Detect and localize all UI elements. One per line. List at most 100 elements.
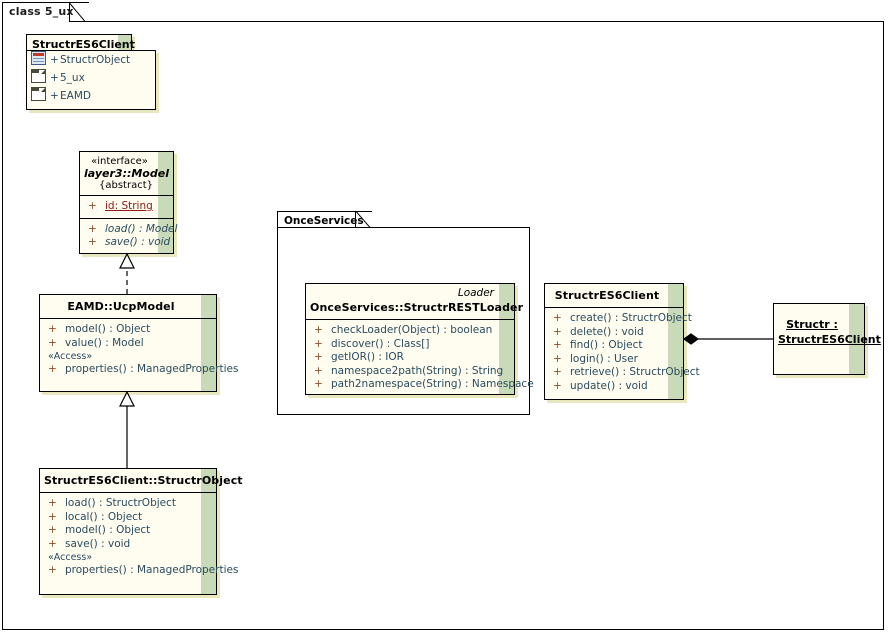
operations-compartment: + model() : Object + value() : Model «Acce… <box>40 319 238 381</box>
class-stereotype: Loader <box>457 287 494 299</box>
package-item[interactable]: +StructrObject <box>27 51 155 69</box>
operation-label: value() : Model <box>65 336 144 349</box>
operation-row: + properties() : ManagedProperties <box>42 363 238 377</box>
package-name: StructrES6Client <box>32 38 135 51</box>
interface-layer3-model[interactable]: «interface» layer3::Model {abstract} + id… <box>79 151 177 254</box>
visibility-marker: + <box>50 72 59 84</box>
class-structres6client-structrobject[interactable]: StructrES6Client::StructrObject +load() … <box>39 468 243 595</box>
operation-label: properties() : ManagedProperties <box>65 363 239 375</box>
access-stereotype: «Access» <box>48 552 93 563</box>
package-icon <box>31 69 46 83</box>
divider <box>80 217 173 219</box>
class-icon <box>31 51 46 65</box>
visibility-marker: + <box>553 379 562 392</box>
operation-label: load() : StructrObject <box>65 497 177 509</box>
package-accent-bar <box>118 35 131 50</box>
visibility-marker: + <box>48 497 57 509</box>
interface-abstract-tag: {abstract} <box>99 180 153 191</box>
visibility-marker: + <box>48 323 57 335</box>
divider <box>40 492 216 493</box>
operation-label: local() : Object <box>65 510 143 523</box>
visibility-marker: + <box>88 200 97 212</box>
operation-label: path2namespace(String) : Namespace <box>331 378 534 390</box>
visibility-marker: + <box>553 366 562 378</box>
package-icon <box>31 87 46 101</box>
object-name-line1: Structr : <box>786 318 838 331</box>
interface-stereotype: «interface» <box>91 156 148 167</box>
operation-label: checkLoader(Object) : boolean <box>331 324 493 336</box>
operations-compartment: + create() : StructrObject + delete() : vo… <box>545 308 700 397</box>
operation-label: namespace2path(String) : String <box>331 364 504 377</box>
visibility-marker: + <box>553 352 562 365</box>
operation-row: + value() : Model <box>42 337 214 351</box>
package-header: StructrES6Client <box>26 34 135 51</box>
operation-label: properties() : ManagedProperties <box>65 564 239 576</box>
operations-compartment: + load() : StructrObject + local() : Objec… <box>40 493 238 582</box>
package-structres6client[interactable]: StructrES6Client +StructrObject +5_ux +E… <box>26 34 159 116</box>
visibility-marker: + <box>48 510 57 523</box>
divider <box>80 195 173 196</box>
operation-label: save() : void <box>65 537 131 550</box>
operation-row: +getIOR() : IOR <box>308 351 512 365</box>
operations-compartment: + checkLoader(Object) : boolean +discover… <box>306 320 534 396</box>
diagram-frame-tab-notch <box>69 2 89 22</box>
visibility-marker: + <box>314 378 323 390</box>
package-item-label: StructrObject <box>60 54 131 66</box>
class-name: EAMD::UcpModel <box>67 300 175 313</box>
operation-row: + model() : Object <box>42 524 214 538</box>
attribute-label: id: String <box>105 200 153 212</box>
visibility-marker: + <box>314 337 323 350</box>
operation-row: + save() : void <box>82 236 171 250</box>
operation-row: + checkLoader(Object) : boolean <box>308 324 512 338</box>
diagram-title: class 5_ux <box>9 5 74 18</box>
operation-label: create() : StructrObject <box>570 312 692 324</box>
class-onceservices-structrrestloader[interactable]: Loader OnceServices::StructrRESTLoader +… <box>305 283 534 396</box>
operations-compartment: + load() : Model + save() : void <box>80 219 177 254</box>
visibility-marker: + <box>48 564 57 576</box>
visibility-marker: + <box>553 312 562 324</box>
operation-row: + properties() : ManagedProperties <box>42 564 238 578</box>
operation-label: delete() : void <box>570 325 644 338</box>
divider <box>40 318 216 319</box>
visibility-marker: + <box>314 324 323 336</box>
operation-label: model() : Object <box>65 524 151 536</box>
object-structr-instance[interactable]: Structr : StructrES6Client <box>773 303 881 375</box>
operation-row: + create() : StructrObject <box>547 312 692 326</box>
operation-label: load() : Model <box>105 222 178 235</box>
operation-row: + delete() : void <box>547 326 681 340</box>
operation-row: +retrieve() : StructrObject <box>547 366 700 380</box>
visibility-marker: + <box>50 54 59 66</box>
package-item[interactable]: +5_ux <box>27 69 155 87</box>
operation-label: getIOR() : IOR <box>331 351 404 363</box>
visibility-marker: + <box>48 524 57 536</box>
operation-label: model() : Object <box>65 323 151 335</box>
divider <box>306 319 514 320</box>
object-name-line2: StructrES6Client <box>778 333 881 346</box>
namespace-tab-onceservices: OnceServices <box>277 211 364 228</box>
operation-label: save() : void <box>105 236 171 248</box>
attributes-compartment: + id: String <box>80 196 173 218</box>
package-body: +StructrObject +5_ux +EAMD <box>26 50 156 110</box>
package-item-label: EAMD <box>60 90 91 102</box>
operation-row: + login() : User <box>547 353 681 367</box>
class-name: StructrES6Client <box>554 289 660 302</box>
access-stereotype: «Access» <box>48 351 93 362</box>
visibility-marker: + <box>48 537 57 550</box>
visibility-marker: + <box>48 336 57 349</box>
operation-row: +namespace2path(String) : String <box>308 365 512 379</box>
interface-name: layer3::Model <box>84 167 169 180</box>
operation-row: + local() : Object <box>42 511 214 525</box>
visibility-marker: + <box>48 363 57 375</box>
visibility-marker: + <box>88 222 97 235</box>
namespace-tab-notch <box>356 211 372 228</box>
visibility-marker: + <box>88 236 97 248</box>
operation-label: update() : void <box>570 379 648 392</box>
operation-label: login() : User <box>570 352 638 365</box>
operation-row: + load() : Model <box>82 222 177 237</box>
visibility-marker: + <box>553 325 562 338</box>
package-item[interactable]: +EAMD <box>27 87 155 105</box>
operation-row: +discover() : Class[] <box>308 338 512 352</box>
class-structres6client[interactable]: StructrES6Client + create() : StructrObje… <box>544 283 700 400</box>
class-eamd-ucpmodel[interactable]: EAMD::UcpModel +model() : Object +value(… <box>39 294 238 392</box>
attribute-row: + id: String <box>82 200 171 214</box>
